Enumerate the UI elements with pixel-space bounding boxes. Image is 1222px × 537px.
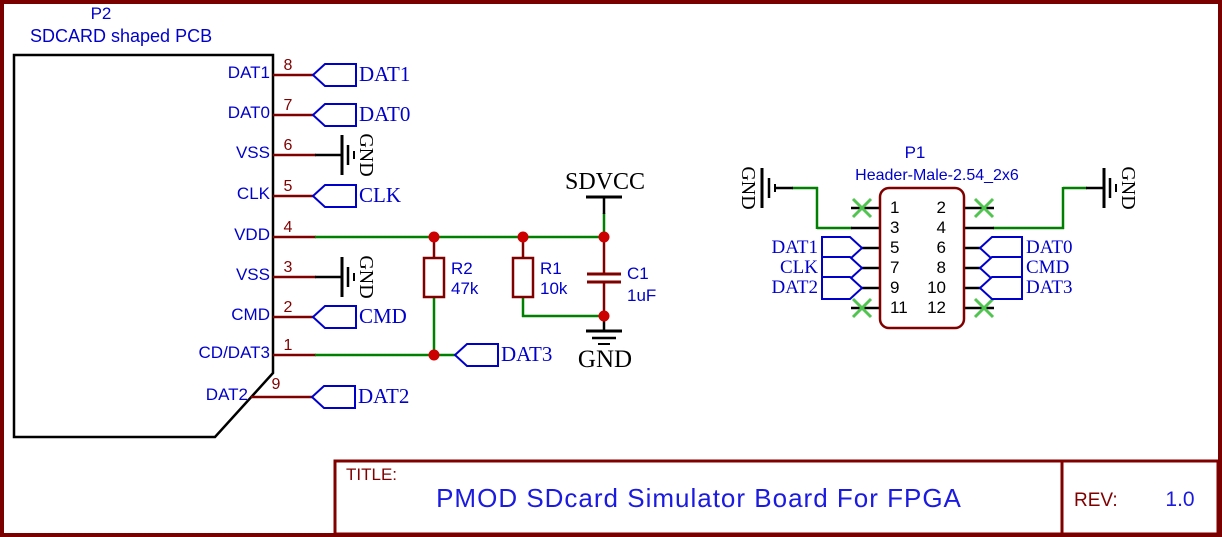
gnd-label-p1-left: GND xyxy=(737,166,759,210)
net-label-dat1[interactable]: DAT1 xyxy=(359,62,411,86)
gnd-label-p1-right: GND xyxy=(1117,166,1139,210)
gnd-label-p2-pin3: GND xyxy=(355,255,377,299)
net-label-cmd[interactable]: CMD xyxy=(359,304,407,328)
p2-pin-name-vdd: VDD xyxy=(234,225,270,244)
r1-value[interactable]: 10k xyxy=(540,279,568,298)
r1-refdes[interactable]: R1 xyxy=(540,259,562,278)
gnd-symbol-p1-right[interactable] xyxy=(1102,168,1117,208)
net-label-clk[interactable]: CLK xyxy=(359,183,401,207)
gnd-label-p2-pin6: GND xyxy=(355,133,377,177)
rev-label: REV: xyxy=(1074,490,1118,511)
resistor-r2[interactable] xyxy=(422,237,446,299)
rev-value: 1.0 xyxy=(1165,488,1195,511)
p1-description[interactable]: Header-Male-2.54_2x6 xyxy=(855,167,1019,184)
c1-value[interactable]: 1uF xyxy=(627,286,657,305)
p2-description[interactable]: SDCARD shaped PCB xyxy=(30,26,213,46)
p1-pin-number-2: 2 xyxy=(936,198,946,217)
p2-pin-number-9: 9 xyxy=(271,376,281,393)
r2-value[interactable]: 47k xyxy=(451,279,479,298)
p1-pin-number-9: 9 xyxy=(890,278,900,297)
p2-pin-number-2: 2 xyxy=(283,299,293,316)
p2-pin-name-dat2: DAT2 xyxy=(205,385,248,404)
resistor-r1[interactable] xyxy=(511,237,535,299)
p2-pin-name-cddat3: CD/DAT3 xyxy=(198,343,270,362)
p2-pin-name-dat0: DAT0 xyxy=(227,103,270,122)
p1-pin-number-7: 7 xyxy=(890,258,900,277)
p1-refdes[interactable]: P1 xyxy=(904,143,926,162)
p2-refdes[interactable]: P2 xyxy=(90,4,112,23)
p2-pin-name-clk: CLK xyxy=(236,184,270,203)
p1-pin-number-12: 12 xyxy=(927,298,946,317)
p1-pin-wires[interactable] xyxy=(851,206,994,310)
net-label-p1-clk[interactable]: CLK xyxy=(780,257,818,278)
p1-component-outline[interactable] xyxy=(878,186,966,330)
gnd-earth-symbol-c1[interactable] xyxy=(586,329,622,345)
p1-pin-number-11: 11 xyxy=(890,298,908,317)
title-block-title: PMOD SDcard Simulator Board For FPGA xyxy=(436,483,962,513)
p1-pin-number-10: 10 xyxy=(927,278,946,297)
r2-refdes[interactable]: R2 xyxy=(451,259,473,278)
p1-pin-number-6: 6 xyxy=(936,238,946,257)
p2-pin-number-6: 6 xyxy=(283,137,293,154)
p2-pin-number-4: 4 xyxy=(283,219,293,236)
net-label-p1-dat3[interactable]: DAT3 xyxy=(1026,277,1073,298)
net-flags-p2[interactable] xyxy=(310,63,499,409)
net-label-dat3[interactable]: DAT3 xyxy=(501,342,553,366)
p2-pin-name-vss6: VSS xyxy=(235,143,270,162)
net-label-dat2[interactable]: DAT2 xyxy=(358,384,410,408)
p1-pin-number-3: 3 xyxy=(890,218,900,237)
p1-pin-number-1: 1 xyxy=(890,198,900,217)
p2-pin-number-7: 7 xyxy=(283,97,293,114)
net-label-p1-dat0[interactable]: DAT0 xyxy=(1026,237,1073,258)
net-flags-p1[interactable] xyxy=(821,236,1023,300)
gnd-label-c1[interactable]: GND xyxy=(577,346,633,373)
no-connect-x-marks[interactable] xyxy=(851,197,995,319)
p1-pin-number-8: 8 xyxy=(936,258,946,277)
net-label-p1-dat2[interactable]: DAT2 xyxy=(771,277,818,298)
p2-pin-number-3: 3 xyxy=(283,259,293,276)
p2-pin-name-cmd: CMD xyxy=(231,305,270,324)
p2-component-outline[interactable] xyxy=(12,53,275,439)
p2-pin-number-8: 8 xyxy=(283,57,293,74)
p2-pin-wires[interactable] xyxy=(251,73,316,399)
p2-pin-number-5: 5 xyxy=(283,178,293,195)
capacitor-c1[interactable] xyxy=(587,237,621,316)
gnd-symbol-p1-left[interactable] xyxy=(760,168,776,208)
net-label-dat0[interactable]: DAT0 xyxy=(359,102,411,126)
p2-pin-number-1: 1 xyxy=(283,337,293,354)
wire-junctions[interactable] xyxy=(428,231,610,361)
title-block-label: TITLE: xyxy=(346,465,398,484)
p1-pin-number-4: 4 xyxy=(936,218,946,237)
gnd-symbol-p2-pin3[interactable] xyxy=(340,257,355,297)
p2-pin-name-dat1: DAT1 xyxy=(227,63,270,82)
p2-pin-name-vss3: VSS xyxy=(235,265,270,284)
gnd-symbol-p2-pin6[interactable] xyxy=(340,135,355,175)
sdvcc-label[interactable]: SDVCC xyxy=(564,169,646,195)
net-label-p1-dat1[interactable]: DAT1 xyxy=(771,237,818,258)
p1-pin-number-5: 5 xyxy=(890,238,900,257)
net-label-p1-cmd[interactable]: CMD xyxy=(1026,257,1070,278)
c1-refdes[interactable]: C1 xyxy=(627,264,649,283)
